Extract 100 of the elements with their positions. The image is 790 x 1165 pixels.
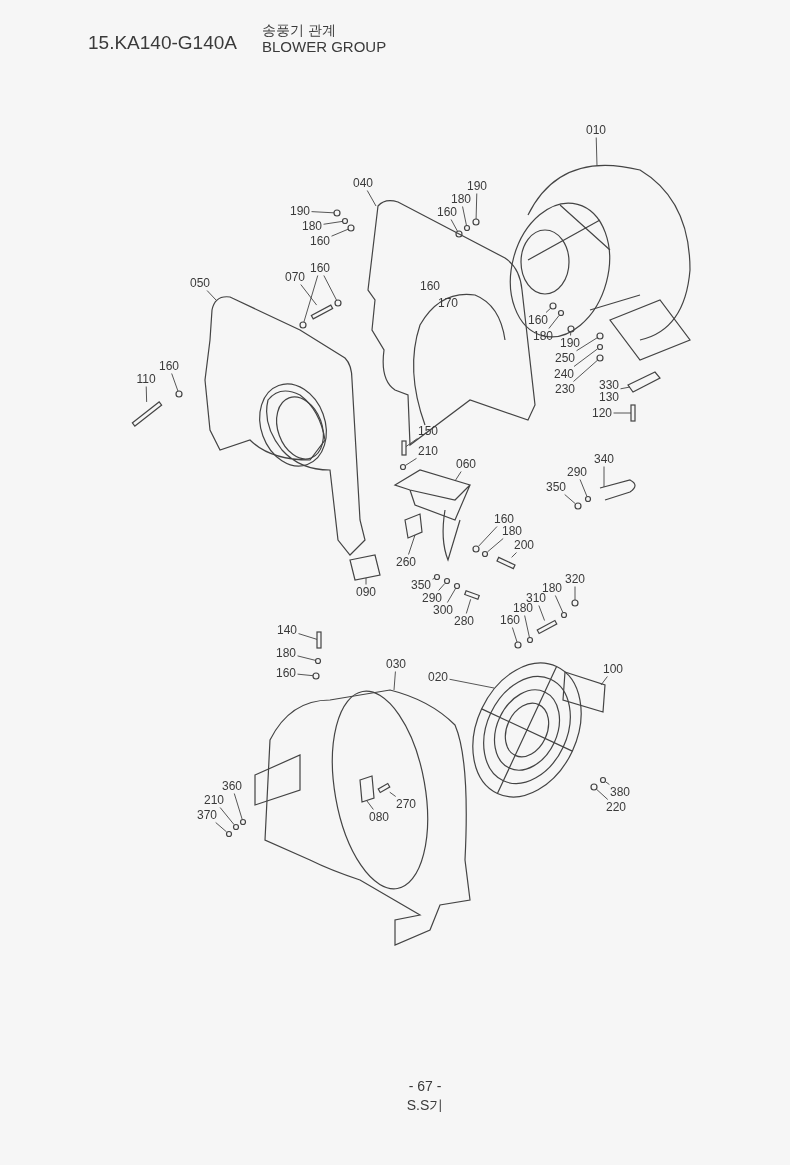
leader-line <box>564 494 576 504</box>
callout-number: 160 <box>159 360 179 372</box>
section-title: 15.KA140-G140A <box>88 32 237 54</box>
leader-line <box>438 583 446 591</box>
callout-number: 060 <box>456 458 476 470</box>
callout-number: 340 <box>594 453 614 465</box>
bolt-icon <box>536 619 558 635</box>
leader-line <box>487 538 504 553</box>
washer-icon <box>312 672 320 680</box>
washer-icon <box>232 823 240 831</box>
leader-line <box>576 337 598 352</box>
callout-number: 170 <box>438 296 458 310</box>
leader-line <box>219 807 235 825</box>
leader-line <box>545 308 551 313</box>
leader-line <box>366 800 374 810</box>
leader-line <box>366 190 377 207</box>
leader-line <box>605 781 610 785</box>
leader-line <box>478 526 498 547</box>
callout-number: 090 <box>356 586 376 598</box>
leader-line <box>548 315 560 329</box>
washer-icon <box>239 818 247 826</box>
leader-line <box>462 206 467 226</box>
callout-number: 050 <box>190 277 210 289</box>
leader-line <box>365 577 367 585</box>
leader-line <box>405 438 418 448</box>
leader-line <box>613 412 632 414</box>
washer-icon <box>472 545 480 553</box>
leader-line <box>475 193 478 220</box>
leader-line <box>524 615 530 638</box>
bolt-icon <box>310 304 334 320</box>
leader-line <box>297 673 314 677</box>
callout-number: 130 <box>599 391 619 403</box>
leader-line <box>215 822 227 833</box>
washer-icon <box>571 599 579 607</box>
callout-number: 280 <box>454 615 474 627</box>
leader-line <box>600 676 608 686</box>
washer-icon <box>433 573 441 581</box>
leader-line <box>573 348 598 367</box>
callout-number: 180 <box>513 602 533 614</box>
callout-number: 360 <box>222 780 242 792</box>
leader-line <box>554 595 564 613</box>
leader-line <box>596 789 609 800</box>
bolt-icon <box>131 401 163 427</box>
leader-line <box>311 211 335 214</box>
leader-line <box>145 386 148 403</box>
callout-number: 320 <box>565 573 585 585</box>
callout-number: 190 <box>467 180 487 192</box>
leader-line <box>465 598 472 614</box>
washer-icon <box>333 209 341 217</box>
washer-icon <box>399 463 407 471</box>
washer-icon <box>225 830 233 838</box>
bolt-icon <box>316 631 322 649</box>
washer-icon <box>341 217 349 225</box>
washer-icon <box>463 224 471 232</box>
bolt-icon <box>496 556 516 570</box>
washer-icon <box>175 390 183 398</box>
callout-number: 180 <box>302 220 322 232</box>
fan-guard-drawing <box>472 662 582 798</box>
callout-number: 290 <box>567 466 587 478</box>
callout-number: 110 <box>136 373 156 385</box>
leader-line <box>323 220 343 225</box>
callout-number: 160 <box>310 235 330 247</box>
callout-number: 190 <box>290 205 310 217</box>
callout-number: 160 <box>420 279 440 293</box>
washer-icon <box>514 641 522 649</box>
callout-number: 200 <box>514 539 534 551</box>
leader-line <box>408 534 416 555</box>
callout-number: 230 <box>555 383 575 395</box>
callout-number: 180 <box>502 525 522 537</box>
callout-number: 240 <box>554 368 574 380</box>
callout-number: 290 <box>422 592 442 604</box>
bolt-icon <box>463 589 481 601</box>
washer-icon <box>574 502 582 510</box>
callout-number: 180 <box>276 647 296 659</box>
leader-line <box>570 331 572 336</box>
callout-number: 350 <box>411 579 431 591</box>
bracket-drawing <box>562 671 606 713</box>
washer-icon <box>599 776 607 784</box>
leader-line <box>446 588 456 603</box>
u-bolt-drawing <box>599 479 636 501</box>
leader-line <box>620 386 631 390</box>
washer-icon <box>526 636 534 644</box>
callout-number: 180 <box>451 193 471 205</box>
side-plate-drawing <box>204 296 366 556</box>
leader-line <box>454 471 462 482</box>
leader-line <box>323 275 337 301</box>
washer-icon <box>560 611 568 619</box>
washer-icon <box>590 783 598 791</box>
leader-line <box>579 479 588 497</box>
callout-number: 220 <box>606 801 626 813</box>
leader-line <box>595 137 598 167</box>
leader-line <box>171 373 179 392</box>
callout-number: 160 <box>437 206 457 218</box>
callout-number: 260 <box>396 556 416 568</box>
callout-number: 210 <box>204 794 224 806</box>
leader-line <box>603 466 605 488</box>
callout-number: 350 <box>546 481 566 493</box>
leader-line <box>233 793 243 820</box>
callout-number: 380 <box>610 786 630 798</box>
leader-line <box>206 290 217 301</box>
